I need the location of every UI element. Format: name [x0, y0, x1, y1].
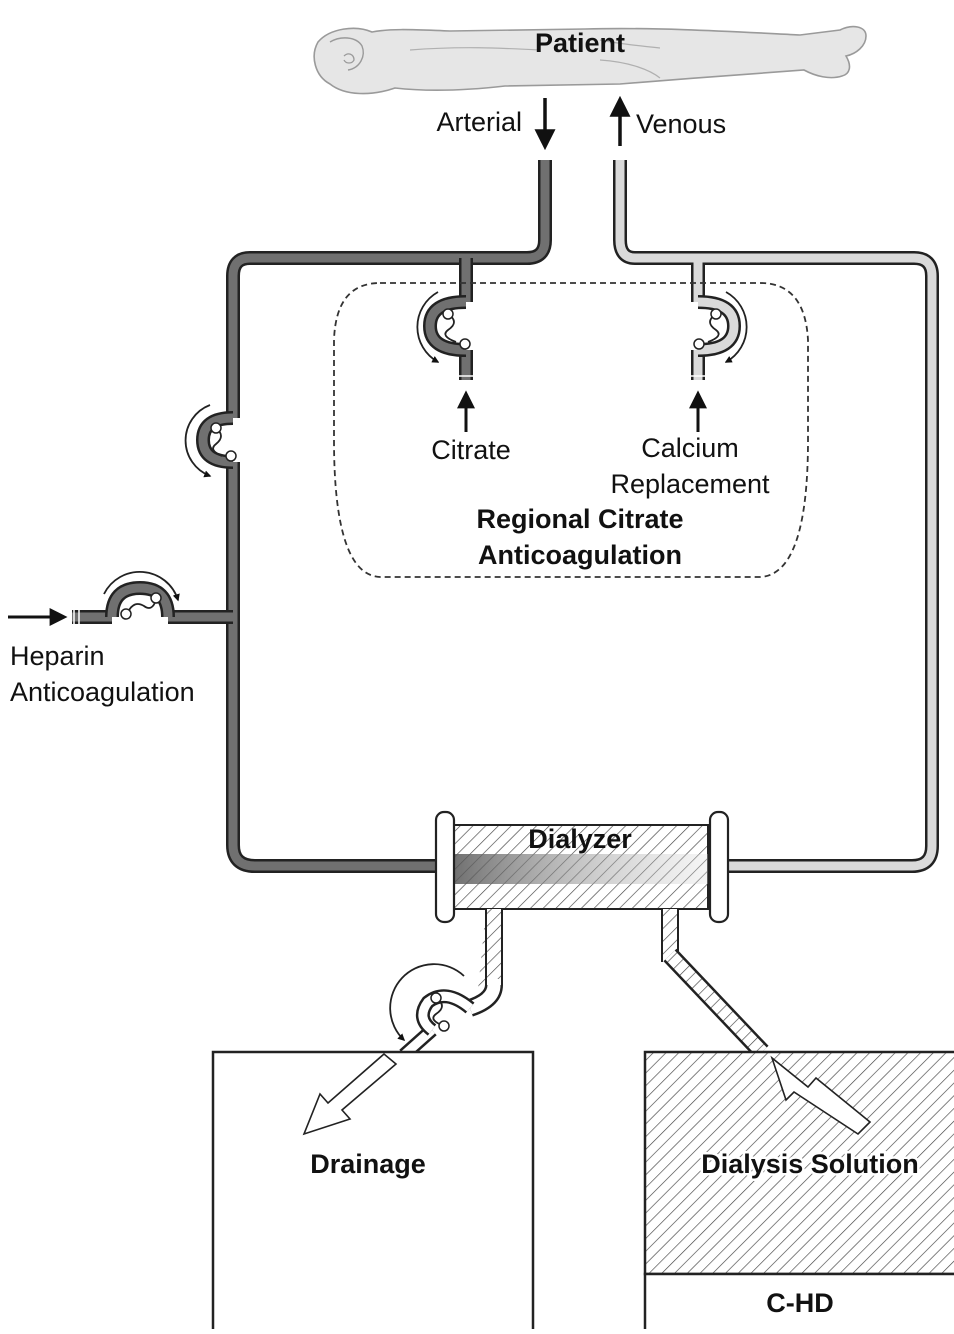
citrate-pump-roller-icon — [416, 291, 471, 363]
patient-label: Patient — [535, 28, 625, 58]
patient-figure-icon — [313, 25, 867, 95]
regional-citrate-boundary — [333, 282, 809, 578]
heparin-line — [72, 610, 233, 624]
mode-label: C-HD — [766, 1288, 834, 1318]
dialyzer-label: Dialyzer — [528, 824, 632, 854]
venous-blood-line — [613, 160, 939, 873]
effluent-pump-roller-icon — [389, 963, 475, 1041]
replacement-label: Replacement — [610, 469, 770, 499]
mode-panel — [643, 1272, 954, 1334]
venous-label: Venous — [636, 109, 726, 139]
drainage-label: Drainage — [310, 1149, 426, 1179]
drainage-outflow-arrow-icon — [302, 1052, 398, 1136]
heparin-pump-roller-icon — [103, 570, 180, 620]
heparin-label: Heparin — [10, 641, 105, 671]
calcium-pump-roller-icon — [693, 291, 748, 363]
dialysis-solution-label: Dialysis Solution — [701, 1149, 919, 1179]
regional-anticoagulation-title: Anticoagulation — [478, 540, 682, 570]
heparin-anticoagulation-label: Anticoagulation — [10, 677, 195, 707]
calcium-label: Calcium — [641, 433, 739, 463]
dialyzer-cartridge — [434, 810, 730, 1011]
arterial-label: Arterial — [436, 107, 522, 137]
regional-citrate-title: Regional Citrate — [476, 504, 683, 534]
line-end-marks — [458, 151, 706, 382]
arterial-blood-line — [226, 160, 552, 873]
dialysate-supply-arrow-icon — [770, 1055, 872, 1136]
drainage-container — [211, 1050, 535, 1334]
blood-pump-roller-icon — [184, 404, 237, 478]
citrate-label: Citrate — [431, 435, 511, 465]
